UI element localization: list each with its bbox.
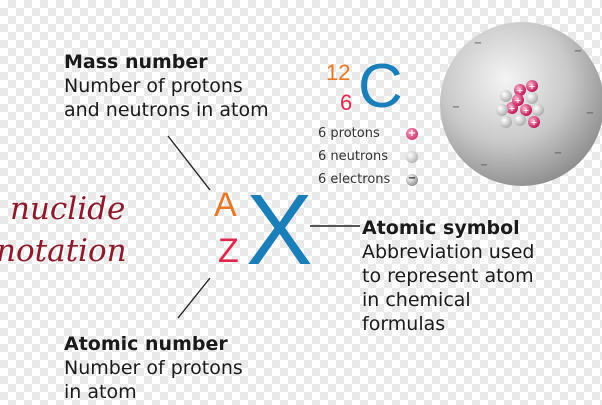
electrons-label: 6 electrons — [318, 172, 391, 187]
svg-text:−: − — [574, 46, 582, 57]
svg-text:+: + — [523, 106, 530, 115]
nuclide-notation-heading: nuclide notation — [0, 188, 127, 272]
nucleus-proton-signs: + + + + + + — [509, 82, 538, 127]
notation-word: notation — [0, 233, 127, 269]
electron-icon — [406, 174, 418, 186]
particle-row-neutrons: 6 neutrons — [318, 149, 428, 165]
svg-text:−: − — [586, 108, 594, 119]
mass-number-line-2: and neutrons in atom — [64, 99, 269, 121]
generic-mass-symbol: A — [214, 186, 237, 224]
svg-text:+: + — [515, 96, 522, 105]
neutrons-label: 6 neutrons — [318, 149, 389, 164]
svg-text:−: − — [480, 160, 488, 171]
nucleus — [496, 80, 544, 128]
svg-text:−: − — [554, 148, 562, 159]
svg-text:+: + — [531, 118, 538, 127]
generic-element-symbol: X — [246, 174, 313, 286]
mass-number-block: Mass number Number of protons and neutro… — [64, 50, 324, 122]
atomic-symbol-line-1: Abbreviation used — [362, 241, 535, 263]
carbon-mass-number: 12 — [326, 60, 351, 85]
mass-number-line-1: Number of protons — [64, 75, 243, 97]
svg-text:+: + — [509, 104, 516, 113]
proton-icon — [406, 128, 418, 140]
carbon-atomic-number: 6 — [340, 90, 353, 115]
mass-number-title: Mass number — [64, 51, 208, 73]
atomic-symbol-title: Atomic symbol — [362, 217, 520, 239]
protons-label: 6 protons — [318, 126, 380, 141]
neutron-icon — [406, 151, 418, 163]
particle-row-protons: 6 protons + — [318, 126, 428, 142]
atomic-number-block: Atomic number Number of protons in atom — [64, 332, 324, 404]
atomic-symbol-block: Atomic symbol Abbreviation used to repre… — [362, 216, 592, 336]
svg-text:+: + — [529, 82, 536, 91]
mass-number-leader — [167, 135, 211, 191]
nuclide-word: nuclide — [10, 191, 126, 227]
svg-text:−: − — [452, 102, 460, 113]
atomic-symbol-line-3: in chemical — [362, 289, 471, 311]
atomic-symbol-line-2: to represent atom — [362, 265, 534, 287]
particle-row-electrons: 6 electrons − — [318, 172, 428, 188]
atomic-number-title: Atomic number — [64, 333, 228, 355]
electron-markers: − − − − − − — [452, 38, 594, 171]
carbon-atom-model: + + + + + + − − − − − − — [440, 22, 602, 186]
atomic-number-line-2: in atom — [64, 381, 137, 403]
atomic-symbol-line-4: formulas — [362, 313, 446, 335]
electron-sign: − — [407, 173, 417, 184]
generic-number-symbol: Z — [218, 232, 239, 270]
carbon-symbol: C — [358, 52, 403, 121]
atomic-number-leader — [177, 277, 211, 319]
atomic-number-line-1: Number of protons — [64, 357, 243, 379]
proton-sign: + — [407, 128, 417, 139]
svg-text:+: + — [517, 86, 524, 95]
svg-text:−: − — [474, 38, 482, 49]
